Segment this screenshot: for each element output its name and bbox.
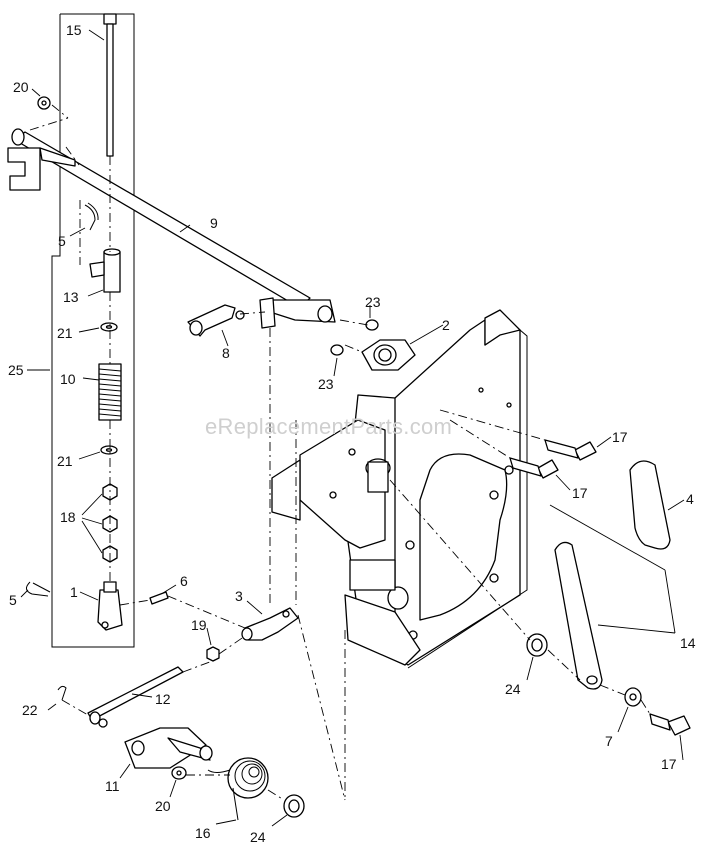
callout-9: 9 bbox=[210, 215, 218, 231]
long-shaft bbox=[7, 128, 336, 329]
washer-24-right bbox=[526, 633, 548, 657]
cotter-pin-lower bbox=[26, 581, 51, 597]
nut-19 bbox=[206, 646, 220, 662]
callout-2: 2 bbox=[442, 317, 450, 333]
assembly-lines bbox=[29, 104, 651, 801]
clevis-1 bbox=[97, 581, 123, 631]
callout-21-lower: 21 bbox=[57, 453, 73, 469]
callout-17-middle: 17 bbox=[572, 485, 588, 501]
nut-23-upper bbox=[365, 319, 379, 331]
bolt-17-upper bbox=[544, 439, 597, 461]
callout-16: 16 bbox=[195, 825, 211, 841]
spacer-13 bbox=[89, 248, 121, 293]
pin-6 bbox=[149, 591, 169, 605]
washer-21-lower bbox=[100, 445, 118, 455]
callout-8: 8 bbox=[222, 345, 230, 361]
callout-12: 12 bbox=[155, 691, 171, 707]
callout-17-upper: 17 bbox=[612, 429, 628, 445]
clevis-3 bbox=[241, 607, 299, 641]
nut-23-lower bbox=[330, 344, 344, 356]
callout-1: 1 bbox=[70, 584, 78, 600]
callout-24-right: 24 bbox=[505, 681, 521, 697]
bracket-8 bbox=[187, 304, 245, 337]
cotter-pin-upper bbox=[84, 202, 99, 231]
callout-22: 22 bbox=[22, 702, 38, 718]
leader-lines bbox=[20, 29, 685, 827]
watermark: eReplacementParts.com bbox=[205, 414, 452, 439]
spring-10 bbox=[98, 363, 122, 421]
callout-24-lower: 24 bbox=[250, 829, 266, 845]
callout-19: 19 bbox=[191, 617, 207, 633]
callout-13: 13 bbox=[63, 289, 79, 305]
callout-10: 10 bbox=[60, 371, 76, 387]
callout-15: 15 bbox=[66, 22, 82, 38]
callout-23-lower: 23 bbox=[318, 376, 334, 392]
callout-25: 25 bbox=[8, 362, 24, 378]
torsion-spring-16 bbox=[207, 757, 269, 821]
arm-11 bbox=[124, 727, 213, 769]
rod-group-box bbox=[51, 13, 135, 648]
washer-7 bbox=[624, 687, 642, 707]
callout-20-lower: 20 bbox=[155, 798, 171, 814]
bolt-17-middle bbox=[509, 457, 559, 479]
pedal-pad-4 bbox=[629, 460, 671, 550]
washer-21-upper bbox=[100, 322, 118, 332]
callout-3: 3 bbox=[235, 588, 243, 604]
callout-5-upper: 5 bbox=[58, 233, 66, 249]
bolt-17-lower bbox=[649, 713, 691, 736]
slotted-bracket bbox=[271, 394, 421, 666]
callout-5-lower: 5 bbox=[9, 592, 17, 608]
callout-labels: 15 20 9 5 13 21 25 10 21 18 5 1 6 3 19 8… bbox=[8, 22, 696, 845]
callout-20-upper: 20 bbox=[13, 79, 29, 95]
bolt-15 bbox=[103, 13, 117, 157]
cotter-pin-22 bbox=[57, 685, 67, 701]
mounting-plate bbox=[384, 309, 528, 669]
callout-4: 4 bbox=[686, 491, 694, 507]
pedal-arm-14 bbox=[554, 541, 603, 690]
washer-20-lower bbox=[171, 766, 187, 780]
washer-24-lower bbox=[283, 794, 305, 818]
callout-23-upper: 23 bbox=[365, 294, 381, 310]
callout-17-lower: 17 bbox=[661, 756, 677, 772]
callout-11: 11 bbox=[105, 778, 120, 794]
callout-14: 14 bbox=[680, 635, 696, 651]
bushing-2 bbox=[361, 339, 416, 371]
washer-20-upper bbox=[37, 96, 51, 110]
callout-21-upper: 21 bbox=[57, 325, 73, 341]
callout-18: 18 bbox=[60, 509, 76, 525]
callout-6: 6 bbox=[180, 573, 188, 589]
callout-7: 7 bbox=[605, 733, 613, 749]
